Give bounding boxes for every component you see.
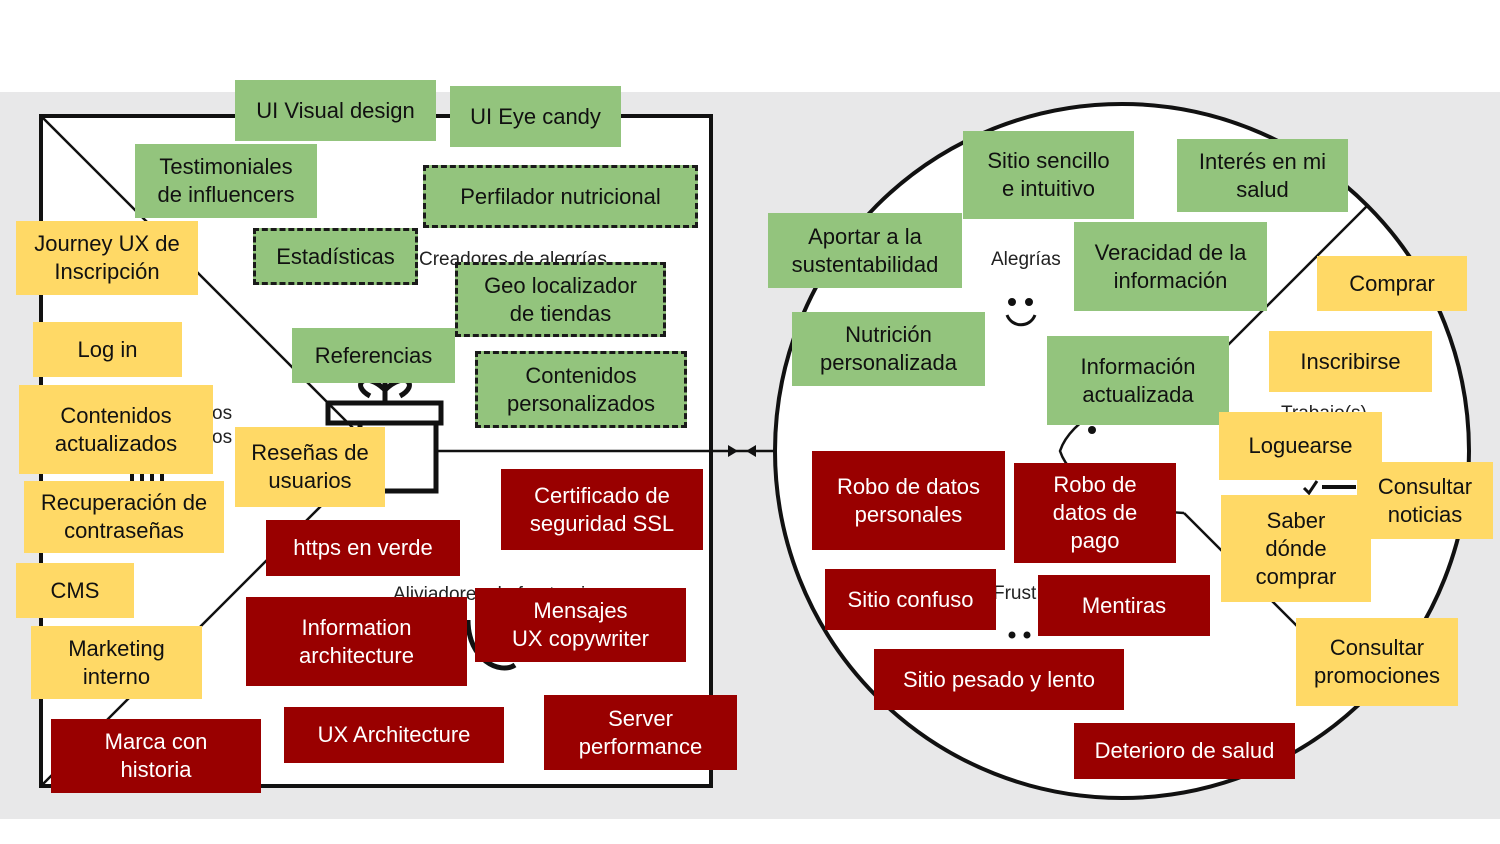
note-contenidos-personalizados[interactable]: Contenidos personalizados <box>475 351 687 428</box>
note-log-in[interactable]: Log in <box>33 322 182 377</box>
frustraciones-label: Frust <box>993 583 1037 604</box>
note-mentiras[interactable]: Mentiras <box>1038 575 1210 636</box>
frown-icon <box>1008 631 1031 639</box>
note-referencias[interactable]: Referencias <box>292 328 455 383</box>
productos-label-1: os <box>212 403 233 424</box>
arrow-left-icon <box>746 445 756 457</box>
note-ux-architecture[interactable]: UX Architecture <box>284 707 504 763</box>
note-robo-datos-pago[interactable]: Robo de datos de pago <box>1014 463 1176 563</box>
note-server-performance[interactable]: Server performance <box>544 695 737 770</box>
note-marca[interactable]: Marca con historia <box>51 719 261 793</box>
note-sustentabilidad[interactable]: Aportar a la sustentabilidad <box>768 213 962 288</box>
note-sitio-pesado[interactable]: Sitio pesado y lento <box>874 649 1124 710</box>
note-ui-visual-design[interactable]: UI Visual design <box>235 80 436 141</box>
smiley-icon <box>1005 298 1037 327</box>
note-consultar-promociones[interactable]: Consultar promociones <box>1296 618 1458 706</box>
eye-dot <box>1088 426 1096 434</box>
note-veracidad[interactable]: Veracidad de la información <box>1074 222 1267 311</box>
note-inscribirse[interactable]: Inscribirse <box>1269 331 1432 392</box>
note-mensajes[interactable]: Mensajes UX copywriter <box>475 588 686 662</box>
note-loguearse[interactable]: Loguearse <box>1219 412 1382 480</box>
alegrias-label: Alegrías <box>991 249 1061 270</box>
note-testimoniales[interactable]: Testimoniales de influencers <box>135 144 317 218</box>
note-marketing[interactable]: Marketing interno <box>31 626 202 699</box>
note-contenidos-actualizados[interactable]: Contenidos actualizados <box>19 385 213 474</box>
list-marks <box>130 473 164 483</box>
arrow-right-icon <box>728 445 738 457</box>
note-consultar-noticias[interactable]: Consultar noticias <box>1357 462 1493 539</box>
note-perfilador-nutricional[interactable]: Perfilador nutricional <box>423 165 698 228</box>
note-ui-eye-candy[interactable]: UI Eye candy <box>450 86 621 147</box>
checkmark-icon <box>1302 480 1356 496</box>
note-https[interactable]: https en verde <box>266 520 460 576</box>
note-sitio-sencillo[interactable]: Sitio sencillo e intuitivo <box>963 131 1134 219</box>
note-nutricion[interactable]: Nutrición personalizada <box>792 312 985 386</box>
note-deterioro-salud[interactable]: Deterioro de salud <box>1074 723 1295 779</box>
productos-label-2: os <box>212 427 233 448</box>
note-estadisticas[interactable]: Estadísticas <box>253 228 418 285</box>
note-interes-salud[interactable]: Interés en mi salud <box>1177 139 1348 212</box>
note-robo-datos-personales[interactable]: Robo de datos personales <box>812 451 1005 550</box>
value-map-diagonal-top <box>40 115 377 452</box>
note-certificado-ssl[interactable]: Certificado de seguridad SSL <box>501 469 703 550</box>
note-resenas[interactable]: Reseñas de usuarios <box>235 427 385 507</box>
note-comprar[interactable]: Comprar <box>1317 256 1467 311</box>
note-recuperacion[interactable]: Recuperación de contraseñas <box>24 481 224 553</box>
note-journey-ux[interactable]: Journey UX de Inscripción <box>16 221 198 295</box>
note-geo-localizador[interactable]: Geo localizador de tiendas <box>455 262 666 337</box>
note-saber-donde-comprar[interactable]: Saber dónde comprar <box>1221 495 1371 602</box>
note-sitio-confuso[interactable]: Sitio confuso <box>825 569 996 630</box>
note-information-architecture[interactable]: Information architecture <box>246 597 467 686</box>
note-cms[interactable]: CMS <box>16 563 134 618</box>
note-informacion-actualizada[interactable]: Información actualizada <box>1047 336 1229 425</box>
